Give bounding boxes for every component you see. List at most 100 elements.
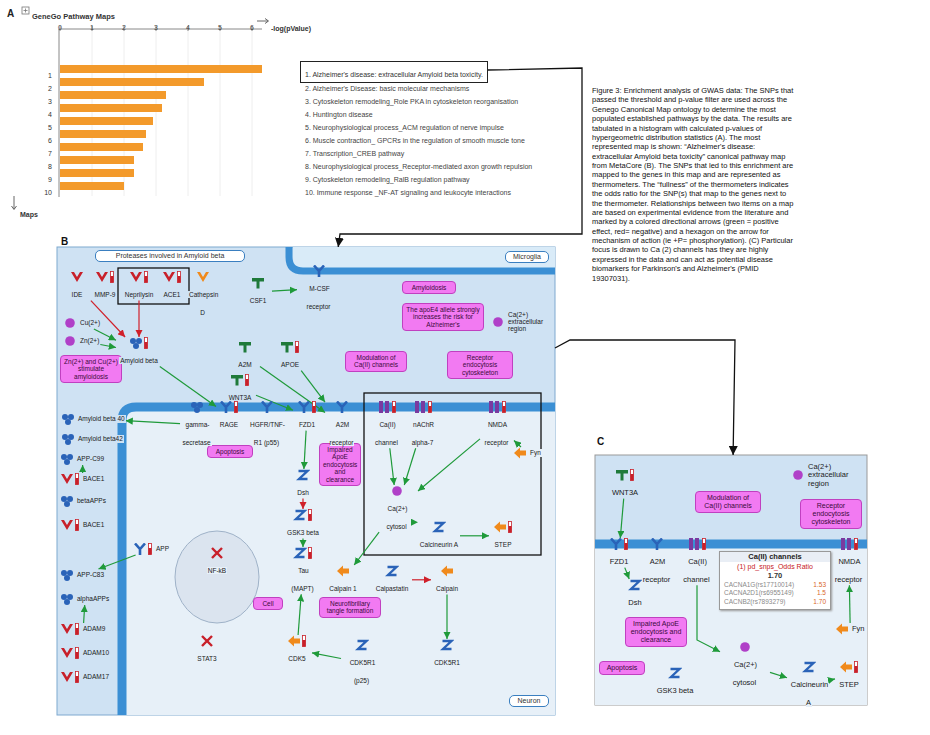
- note-text: Impaired ApoE endocytosis and clearance: [323, 446, 357, 483]
- gene-node: NMDA receptor: [833, 538, 865, 585]
- text-slot: C: [597, 431, 604, 449]
- microglia-membrane: [289, 247, 555, 271]
- gene-label: NMDA receptor: [485, 421, 510, 446]
- gene-node: WNT3A: [608, 469, 642, 499]
- gene-icon: [60, 623, 80, 635]
- gene-icon: [60, 647, 80, 659]
- note-text: The apoE4 allele strongly increases the …: [406, 306, 480, 328]
- text-slot: Maps: [20, 203, 38, 221]
- chart-label: 5: [218, 24, 222, 31]
- process-note: The apoE4 allele strongly increases the …: [402, 303, 484, 331]
- bar: [60, 117, 153, 125]
- label-box: Microglia: [505, 251, 549, 263]
- gene-icon: [335, 401, 349, 413]
- process-note: Impaired ApoE endocytosis and clearance: [625, 617, 687, 647]
- note-text: Cell: [257, 600, 279, 607]
- gene-node: ADAM10: [60, 647, 110, 659]
- gene-icon: [615, 469, 635, 481]
- label-box: Neuron: [509, 695, 549, 707]
- extracellular-ground: [57, 247, 555, 715]
- gene-node: BACE1: [60, 519, 105, 531]
- gene-icon: [839, 661, 859, 673]
- popup-header: Ca(II) channels: [720, 552, 830, 562]
- gene-node: CDK5R1: [431, 639, 463, 669]
- interaction-arrow: [84, 605, 85, 623]
- microglia-region: [293, 247, 555, 268]
- neuron-membrane: [122, 407, 555, 715]
- chart-label: 8: [48, 163, 52, 170]
- gene-label: BACE1: [82, 521, 105, 528]
- gene-node: STAT3: [192, 635, 222, 665]
- neuron-membrane: [595, 540, 867, 549]
- text-slot: 3. Cytoskeleton remodeling_Role PKA in c…: [305, 90, 518, 108]
- interaction-arrow: [312, 653, 341, 659]
- gene-node: Amyloid beta 40: [61, 413, 126, 425]
- gene-node: Cathepsin D: [188, 271, 218, 318]
- note-text: Receptor endocytosis cytoskeleton: [451, 354, 509, 376]
- gene-icon: [440, 565, 454, 577]
- text-slot: 2: [122, 16, 126, 34]
- expand-icon-plus: [24, 9, 28, 13]
- map-c-art: [595, 455, 867, 705]
- gene-icon: [210, 547, 224, 559]
- gene-icon: [63, 335, 77, 347]
- gene-icon: [60, 495, 74, 507]
- axis-line: [59, 29, 262, 30]
- odds-value: 1.53: [813, 581, 826, 590]
- interaction-arrow: [625, 568, 629, 579]
- gene-node: NMDA receptor: [480, 401, 514, 448]
- grid-line: [188, 30, 189, 196]
- gene-label: Cathepsin D: [188, 291, 218, 316]
- chart-label: 7: [48, 150, 52, 157]
- process-note: Amyloidosis: [402, 281, 456, 294]
- process-note: Receptor endocytosis cytoskeleton: [800, 499, 862, 529]
- gene-label: Ca(2+) cytosol: [733, 660, 757, 687]
- gene-icon: [802, 661, 816, 673]
- text-slot: 1: [0, 64, 52, 82]
- text-slot: 8: [0, 155, 52, 173]
- chart-label: 9. Cytoskeleton remodeling_RalB regulati…: [305, 176, 470, 183]
- gene-icon: [129, 271, 149, 283]
- note-text: Modulation of Ca(II) channels: [349, 354, 403, 369]
- gene-label: HGFR/TNF-R1 (p55): [249, 421, 285, 446]
- gene-icon: [432, 521, 446, 533]
- process-note: Receptor endocytosis cytoskeleton: [447, 351, 513, 379]
- chart-label: 5: [48, 124, 52, 131]
- text-slot: 3: [154, 16, 158, 34]
- gene-node: Dsh: [290, 469, 316, 499]
- gene-icon: [61, 433, 75, 445]
- process-note: Modulation of Ca(II) channels: [695, 491, 761, 513]
- gene-label: Cu(2+): [79, 319, 101, 326]
- text-slot: -log(pValue): [271, 17, 311, 35]
- gene-node: Ca(2+) cytosol: [376, 485, 418, 532]
- text-slot: 10. Immune response _NF-AT signaling and…: [305, 181, 511, 199]
- gene-label: Calpain: [435, 585, 459, 592]
- gene-node: betaAPPs: [60, 495, 107, 507]
- nucleus: [175, 531, 259, 623]
- gene-icon: [60, 453, 74, 465]
- gene-node: STEP: [835, 661, 863, 691]
- bars: [60, 65, 262, 190]
- gene-label: ADAM10: [82, 649, 110, 656]
- chart-label: 9: [48, 176, 52, 183]
- gene-node: Calcineurin A: [418, 521, 460, 551]
- gene-icon: [297, 401, 317, 413]
- gene-node: Zn(2+): [63, 335, 100, 347]
- gene-icon: [312, 265, 326, 277]
- gene-label: WNT3A: [611, 488, 639, 497]
- gene-label: Amyloid beta: [119, 357, 159, 364]
- gene-label: CDK5: [287, 655, 306, 662]
- gene-node: NF-kB: [202, 547, 232, 577]
- axis-line: [59, 29, 60, 197]
- gene-node: RAGE: [216, 401, 242, 431]
- focus-rectangle: [364, 393, 541, 555]
- gene-icon: [95, 271, 115, 283]
- gene-label: NF-kB: [207, 567, 227, 574]
- gene-label: Ca(II) channel: [683, 557, 710, 584]
- odds-value: 1.70: [813, 598, 826, 607]
- text-slot: 4. Huntington disease: [305, 103, 373, 121]
- gene-label: Ca(II) channel: [375, 421, 399, 446]
- gene-label: STAT3: [196, 655, 217, 662]
- process-note: Apoptosis: [207, 445, 253, 458]
